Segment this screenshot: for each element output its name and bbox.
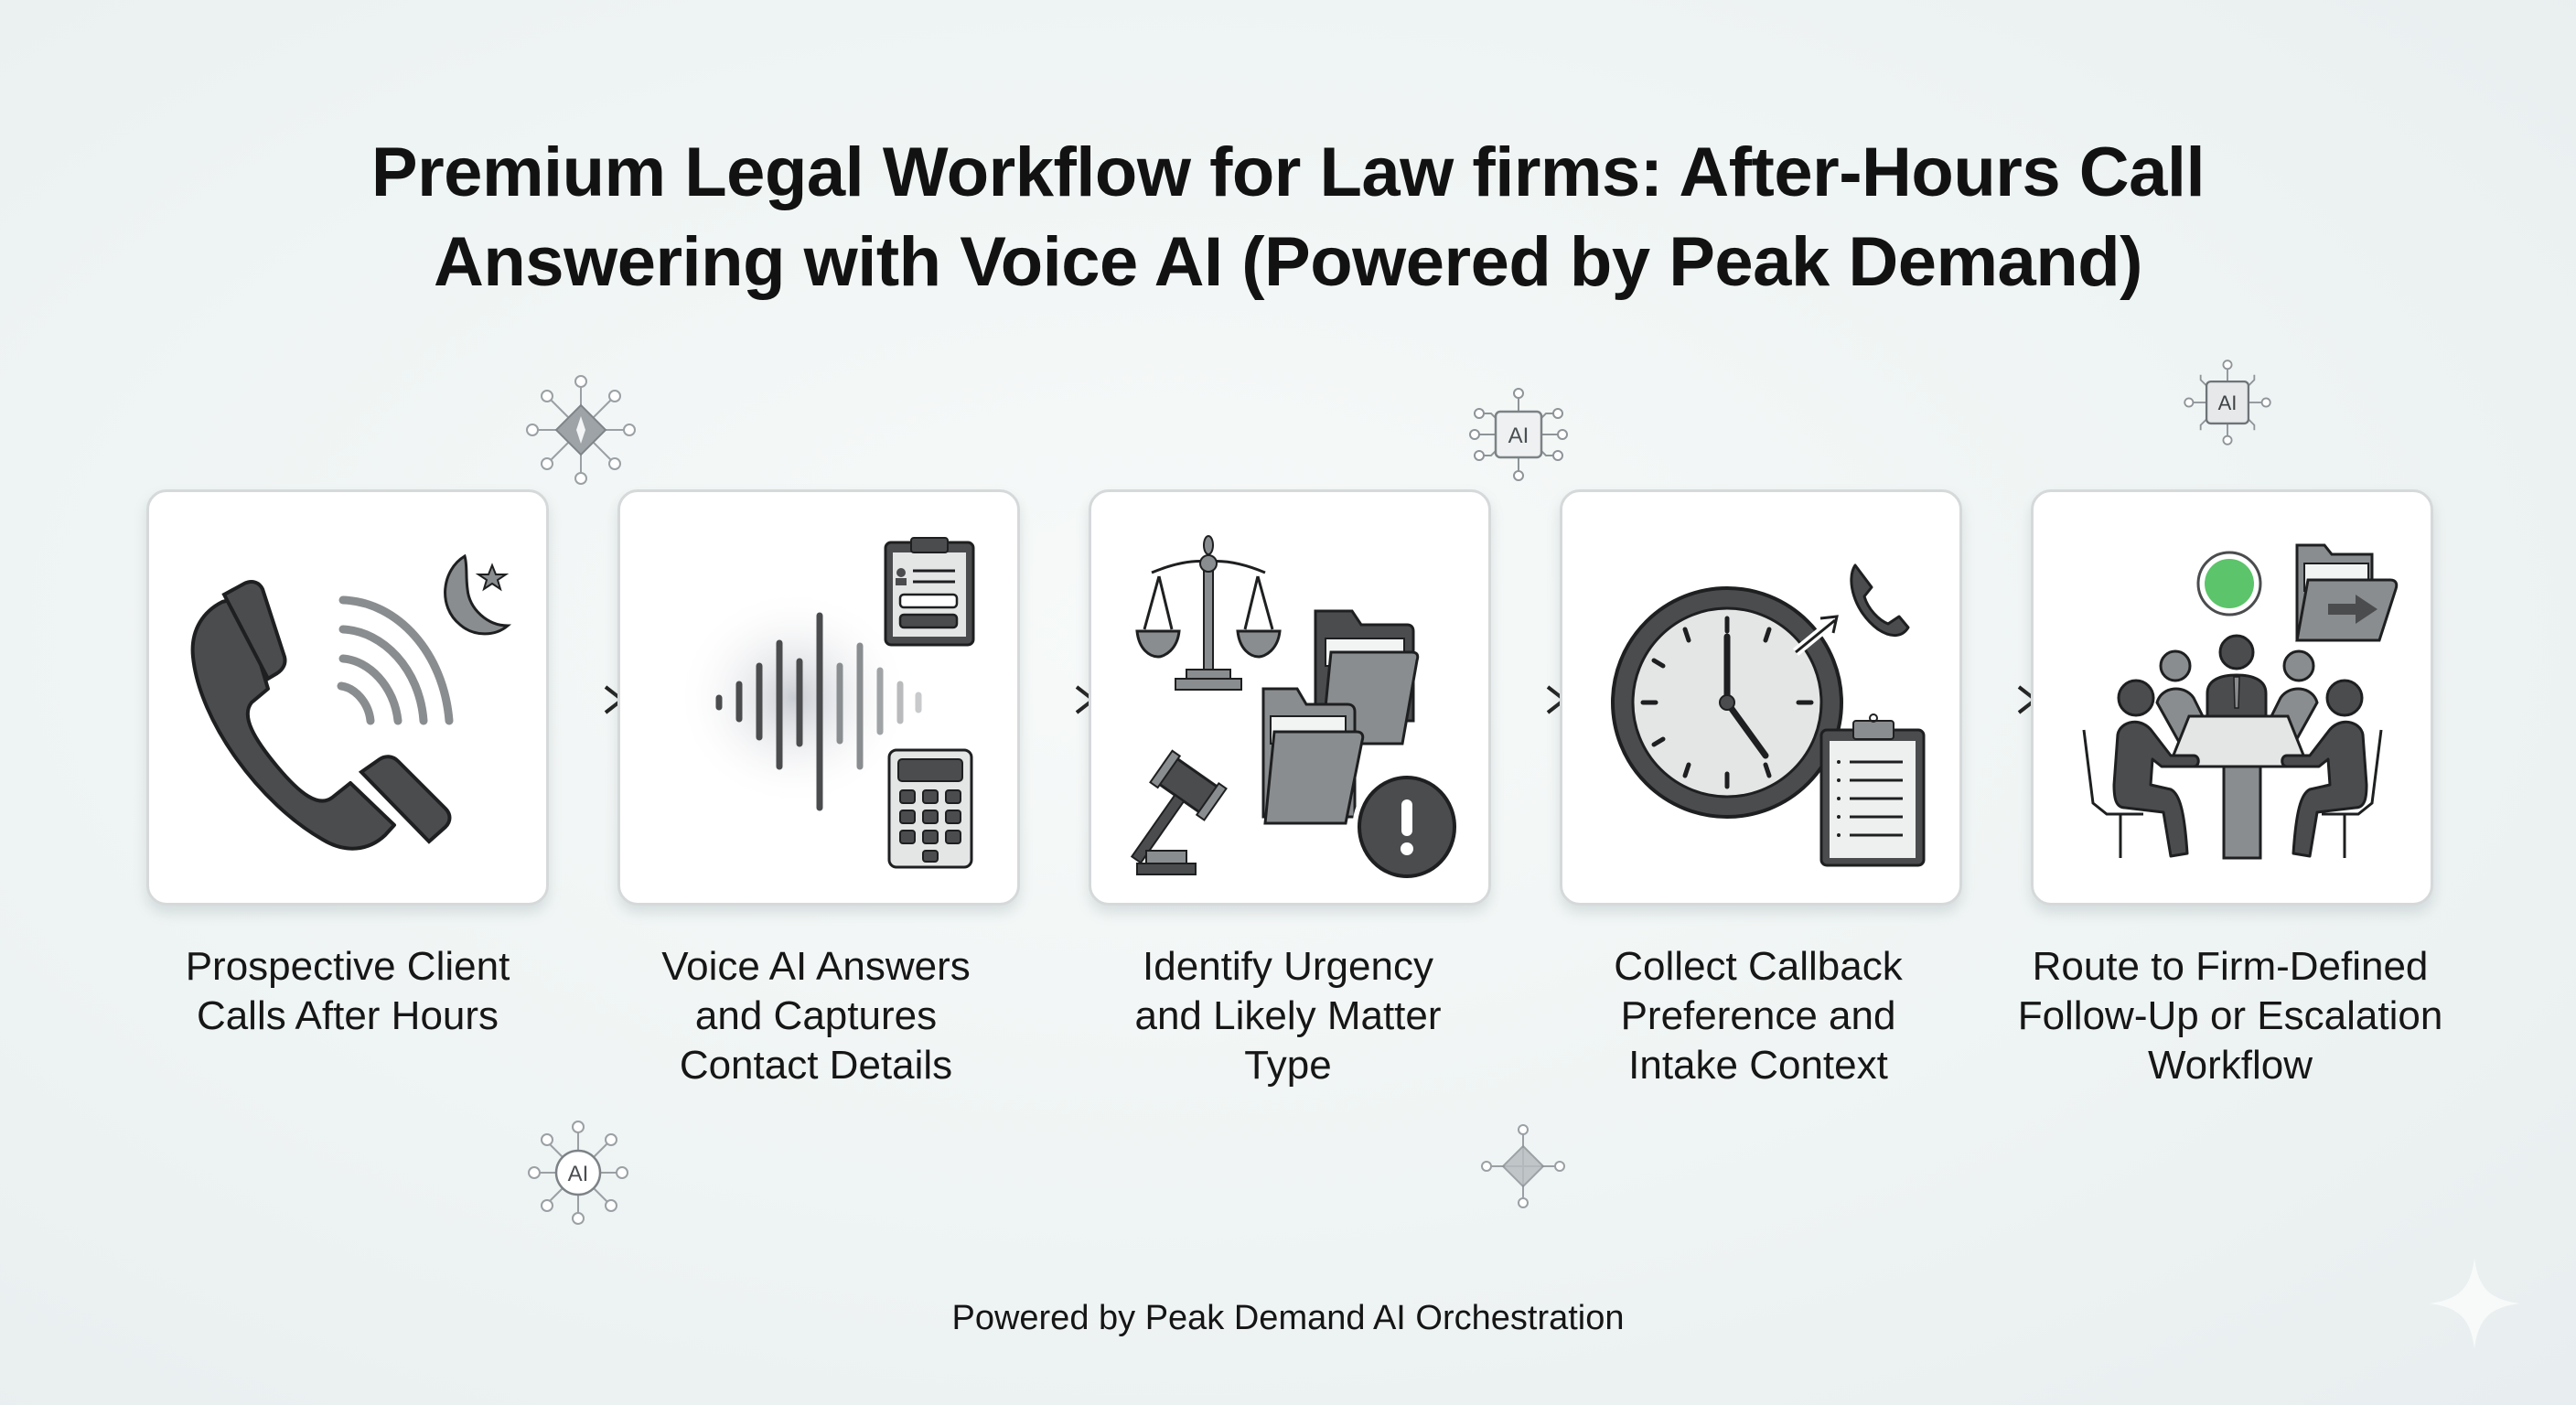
voice-wave-contact-icon [675,537,975,869]
ai-diamond-node-icon [526,375,636,485]
step-card-2 [617,489,1020,906]
title-line-2: Answering with Voice AI (Powered by Peak… [434,223,2142,301]
flow-arrow-1 [503,685,626,714]
ai-diamond-node-icon [1481,1124,1565,1208]
page-title: Premium Legal Workflow for Law firms: Af… [0,128,2576,307]
phone-night-icon [190,553,512,851]
flow-arrow-3 [1445,685,1568,714]
title-line-1: Premium Legal Workflow for Law firms: Af… [370,134,2206,211]
step-card-4 [1560,489,1962,906]
sparkle-icon [2429,1258,2520,1349]
step-card-1 [146,489,549,906]
step-card-3 [1089,489,1491,906]
flow-arrow-2 [974,685,1097,714]
step-label-1: Prospective Client Calls After Hours [185,944,510,1038]
footer-credit: Powered by Peak Demand AI Orchestration [951,1299,1625,1337]
step-label-2: Voice AI Answers and Captures Contact De… [661,944,971,1088]
ai-circle-node-icon: AI [528,1121,628,1225]
step-label-5: Route to Firm-Defined Follow-Up or Escal… [2017,944,2443,1088]
ai-chip-icon: AI [1469,388,1568,481]
legal-urgency-icon [1130,535,1462,884]
svg-text:AI: AI [2218,391,2238,414]
flow-arrow-4 [1916,685,2039,714]
meeting-route-folder-icon [2082,543,2399,860]
svg-text:AI: AI [568,1162,589,1186]
svg-text:AI: AI [1508,424,1530,448]
step-label-3: Identify Urgency and Likely Matter Type [1134,944,1442,1088]
step-label-4: Collect Callback Preference and Intake C… [1614,944,1903,1088]
clock-callback-clipboard-icon [1611,563,1926,867]
step-card-5 [2031,489,2433,906]
ai-chip-icon: AI [2184,359,2271,445]
